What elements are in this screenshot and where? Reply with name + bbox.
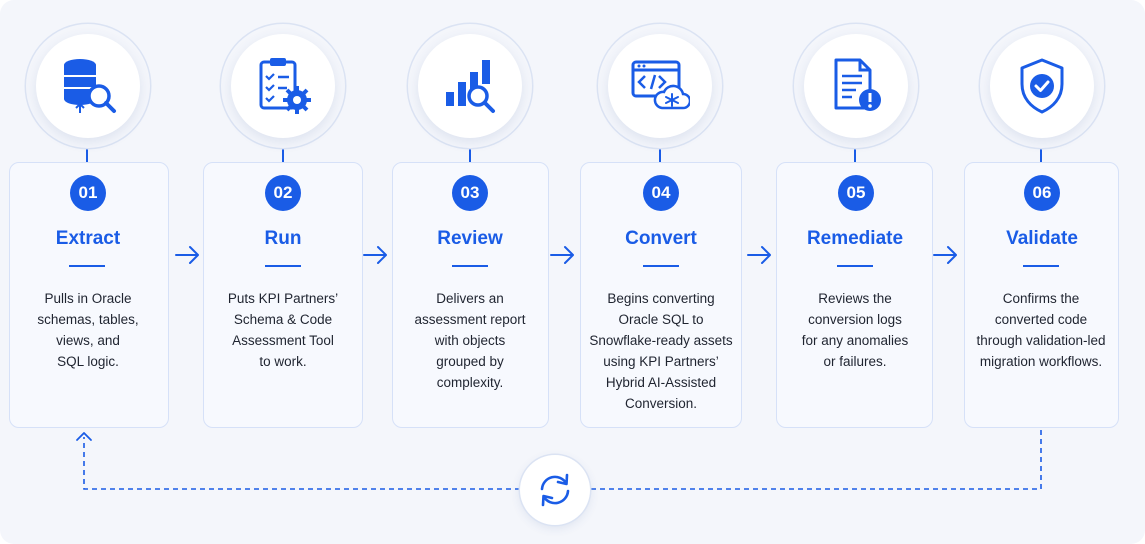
description-line: Conversion.	[624, 396, 698, 411]
description-line: converted code	[994, 312, 1088, 327]
description-line: Schema & Code	[233, 312, 333, 327]
step-number: 06	[1024, 175, 1060, 211]
step-description: Pulls in Oracle schemas, tables, views, an…	[3, 288, 173, 372]
description-line: to work.	[259, 354, 307, 369]
icon-circle	[598, 24, 722, 148]
description-line: migration workflows.	[979, 354, 1103, 369]
description-line: with objects	[434, 333, 506, 348]
connector-stem	[86, 148, 88, 162]
title-underline	[643, 265, 679, 267]
step-title: Validate	[1006, 228, 1078, 249]
document-alert-icon	[834, 58, 881, 111]
loop-badge	[520, 455, 590, 525]
step-title: Run	[264, 228, 302, 249]
connector-stem	[854, 148, 856, 162]
description-line: through validation-led	[976, 333, 1106, 348]
description-line: Hybrid AI-Assisted	[605, 375, 717, 390]
step-number: 04	[643, 175, 679, 211]
description-line: complexity.	[436, 375, 504, 390]
description-line: conversion logs	[808, 312, 902, 327]
description-line: Reviews the	[818, 291, 892, 306]
connector-stem	[659, 148, 661, 162]
description-line: Confirms the	[1002, 291, 1080, 306]
title-underline	[837, 265, 873, 267]
connector-stem	[469, 148, 471, 162]
description-line: assessment report	[414, 312, 526, 327]
bar-chart-search-icon	[446, 60, 495, 113]
description-line: Begins converting	[607, 291, 715, 306]
arrow-right-icon	[363, 246, 387, 264]
icon-circle	[26, 24, 150, 148]
description-line: SQL logic.	[57, 354, 119, 369]
step-title: Convert	[625, 228, 697, 249]
description-line: grouped by	[436, 354, 504, 369]
description-line: Puts KPI Partners’	[227, 291, 339, 306]
database-search-icon	[64, 59, 116, 113]
icon-circle	[221, 24, 345, 148]
description-line: views, and	[56, 333, 120, 348]
title-underline	[452, 265, 488, 267]
title-underline	[69, 265, 105, 267]
step-number: 02	[265, 175, 301, 211]
step-number: 05	[838, 175, 874, 211]
step-number: 03	[452, 175, 488, 211]
icon-circle	[980, 24, 1104, 148]
arrow-right-icon	[175, 246, 199, 264]
description-line: for any anomalies	[801, 333, 909, 348]
checklist-gear-icon	[259, 58, 311, 114]
step-card-run	[203, 162, 363, 428]
description-line: Delivers an	[436, 291, 504, 306]
icon-circle	[408, 24, 532, 148]
title-underline	[265, 265, 301, 267]
title-underline	[1023, 265, 1059, 267]
arrow-right-icon	[550, 246, 574, 264]
connector-stem	[1040, 148, 1042, 162]
description-line: schemas, tables,	[37, 312, 139, 327]
icon-circle	[794, 24, 918, 148]
code-window-snowflake-icon	[631, 60, 690, 110]
description-line: or failures.	[823, 354, 887, 369]
step-number: 01	[70, 175, 106, 211]
step-title: Remediate	[806, 228, 904, 249]
description-line: Oracle SQL to	[618, 312, 704, 327]
step-title: Review	[437, 228, 503, 249]
refresh-cycle-icon	[540, 473, 570, 507]
description-line: Pulls in Oracle	[44, 291, 132, 306]
description-line: Assessment Tool	[232, 333, 334, 348]
connector-stem	[282, 148, 284, 162]
step-description: Confirms the converted code through valida…	[956, 288, 1126, 372]
step-description: Delivers an assessment report with objects…	[385, 288, 555, 393]
step-description: Reviews the conversion logs for any anomal…	[770, 288, 940, 372]
shield-check-icon	[1020, 58, 1064, 114]
arrow-right-icon	[747, 246, 771, 264]
description-line: Snowflake-ready assets	[589, 333, 733, 348]
description-line: using KPI Partners’	[603, 354, 719, 369]
arrow-right-icon	[933, 246, 957, 264]
step-title: Extract	[55, 228, 121, 249]
